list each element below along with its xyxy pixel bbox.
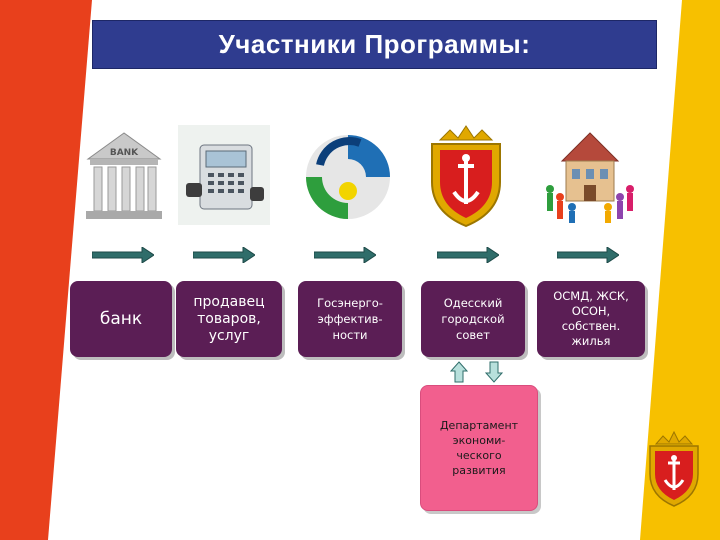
participant-label: Госэнерго- эффектив- ности — [317, 296, 383, 342]
energy-agency-logo-icon — [300, 125, 392, 225]
odessa-coat-of-arms-icon — [644, 430, 704, 508]
arrow-right-icon — [557, 247, 619, 263]
participant-label: ОСМД, ЖСК, ОСОН, собствен. жилья — [553, 289, 629, 348]
participant-label: Одесский городской совет — [441, 296, 505, 342]
participant-box-housing: ОСМД, ЖСК, ОСОН, собствен. жилья — [537, 281, 645, 357]
arrow-right-icon — [193, 247, 255, 263]
department-label: Департамент экономи- ческого развития — [439, 419, 519, 477]
arrow-right-icon — [92, 247, 154, 263]
bank-building-icon: BANK — [78, 125, 170, 225]
participant-box-city-council: Одесский городской совет — [421, 281, 525, 357]
title-bar: Участники Программы: — [92, 20, 657, 69]
participant-box-energy-agency: Госэнерго- эффектив- ности — [298, 281, 402, 357]
arrow-right-icon — [314, 247, 376, 263]
meter-device-icon — [178, 125, 270, 225]
arrow-up-icon — [450, 361, 468, 383]
participant-label: банк — [99, 309, 143, 329]
participant-box-bank: банк — [70, 281, 172, 357]
arrow-down-icon — [485, 361, 503, 383]
house-with-people-icon — [540, 125, 634, 225]
department-box: Департамент экономи- ческого развития — [420, 385, 538, 511]
page-title: Участники Программы: — [218, 29, 531, 59]
arrow-right-icon — [437, 247, 499, 263]
odessa-coat-of-arms-icon — [420, 120, 512, 228]
participant-label: продавец товаров, услуг — [193, 293, 265, 344]
participant-box-seller: продавец товаров, услуг — [176, 281, 282, 357]
bank-sign-text: BANK — [110, 148, 139, 158]
